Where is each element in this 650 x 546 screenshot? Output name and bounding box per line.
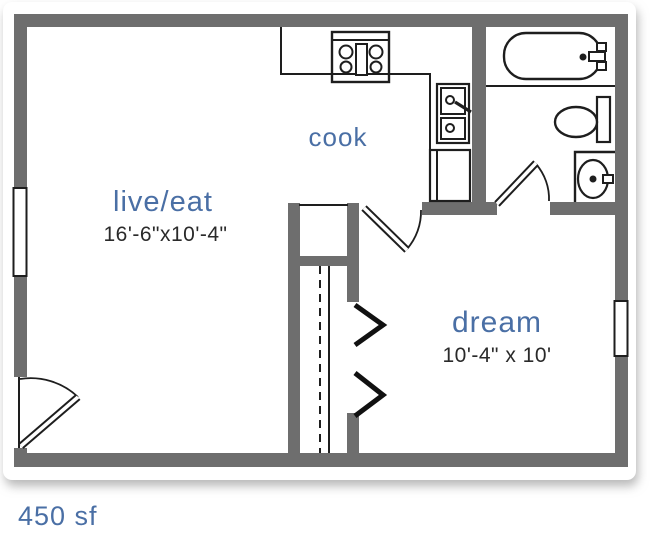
room-label-cook: cook bbox=[308, 122, 368, 152]
unit-area-label: 450 sf bbox=[18, 501, 98, 531]
kitchen-sink-icon bbox=[435, 82, 472, 145]
stove-icon bbox=[330, 30, 391, 84]
refrigerator-icon bbox=[428, 148, 472, 203]
toilet-icon bbox=[553, 95, 612, 144]
bathtub-icon bbox=[502, 31, 607, 81]
closet-rod-icon bbox=[319, 266, 330, 453]
bifold-door-icon bbox=[353, 302, 388, 418]
window-icon bbox=[613, 300, 629, 357]
room-label-dream: dream bbox=[451, 306, 543, 339]
bedroom-door-icon bbox=[361, 205, 422, 253]
entry-door-icon bbox=[18, 377, 81, 449]
window-icon bbox=[12, 187, 28, 277]
bathroom-door-icon bbox=[494, 160, 550, 207]
room-dimensions-live-eat: 16'-6"x10'-4" bbox=[103, 223, 228, 246]
room-label-live-eat: live/eat bbox=[113, 186, 213, 218]
room-dimensions-dream: 10'-4" x 10' bbox=[442, 344, 552, 367]
interior-walls bbox=[288, 14, 615, 453]
floor-plan-card bbox=[3, 2, 636, 480]
vanity-sink-icon bbox=[573, 150, 615, 202]
